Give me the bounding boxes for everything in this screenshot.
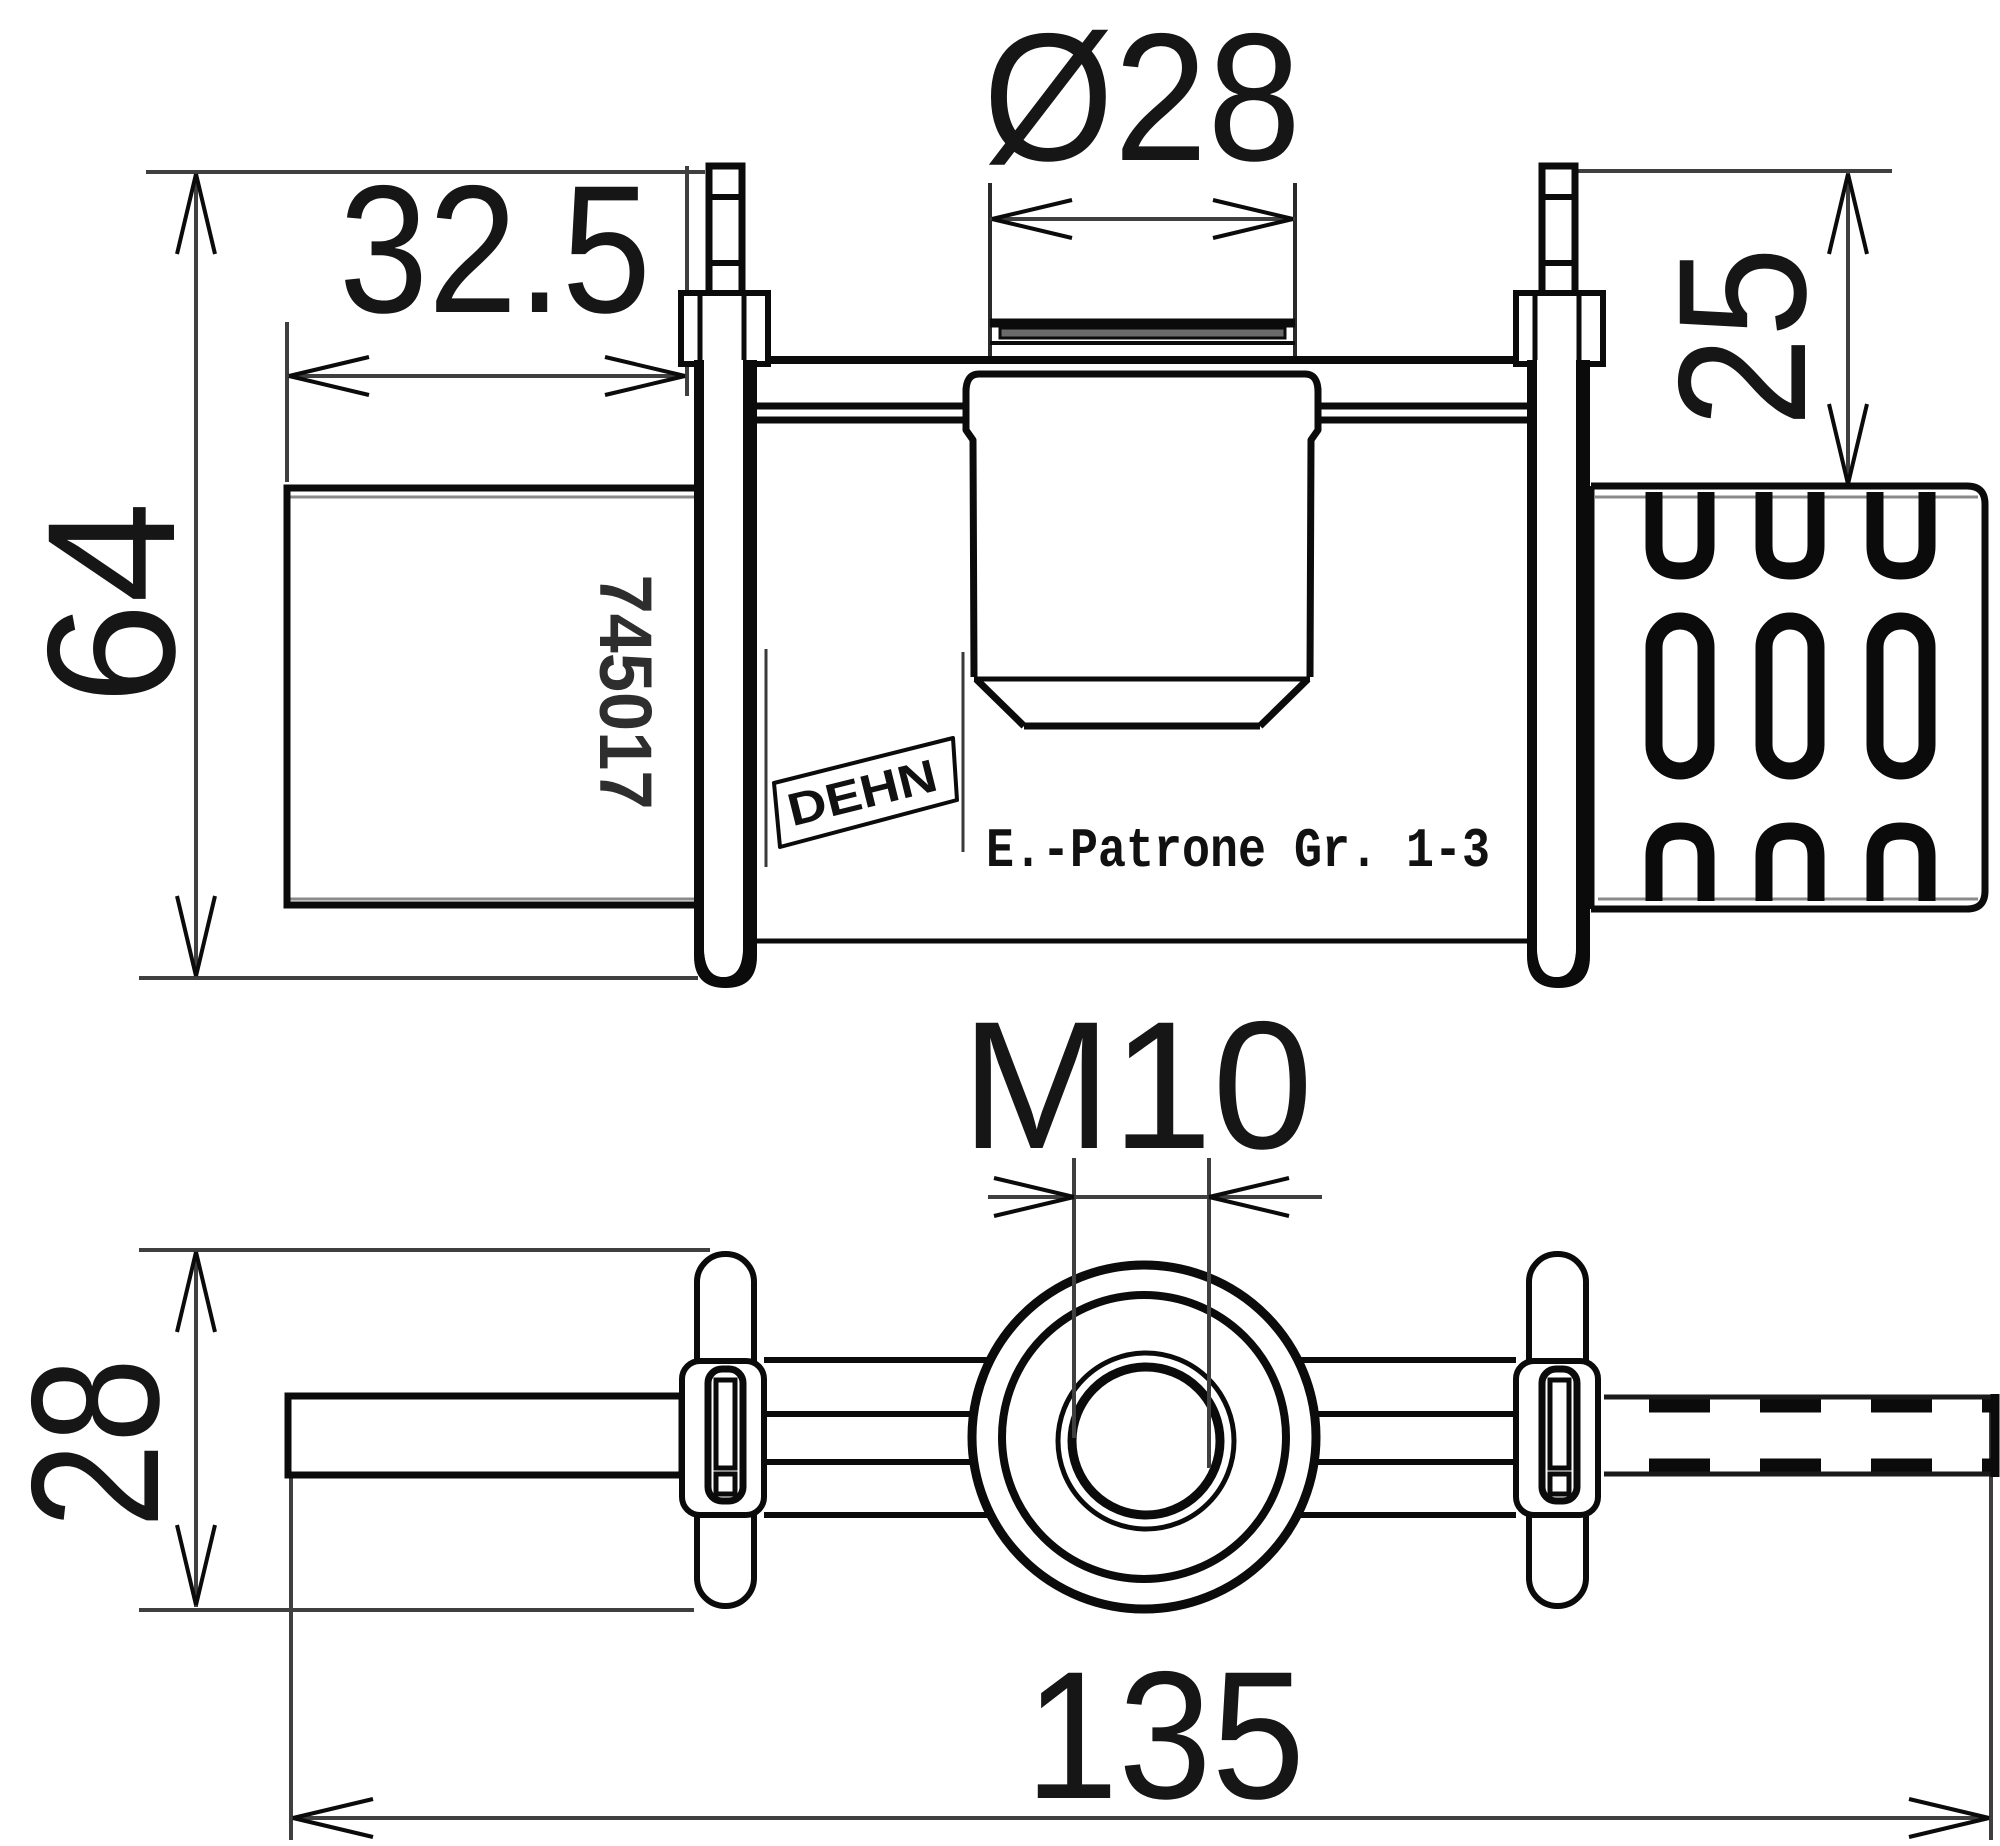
svg-text:25: 25 (1640, 247, 1844, 427)
svg-text:M10: M10 (961, 983, 1313, 1187)
svg-text:745017: 745017 (584, 575, 667, 810)
svg-text:28: 28 (0, 1358, 197, 1528)
svg-text:135: 135 (1025, 1633, 1305, 1837)
svg-text:64: 64 (9, 502, 213, 704)
svg-text:Ø28: Ø28 (983, 0, 1301, 199)
svg-text:E.-Patrone Gr. 1-3: E.-Patrone Gr. 1-3 (986, 819, 1490, 883)
svg-text:32.5: 32.5 (339, 147, 651, 351)
